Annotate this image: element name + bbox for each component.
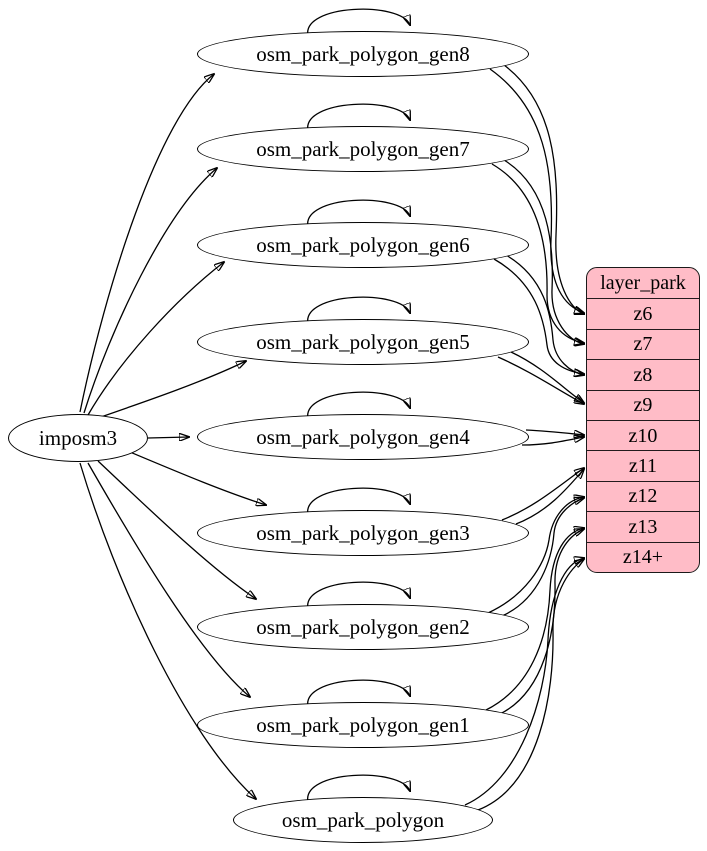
node-osm-park-polygon-gen5: osm_park_polygon_gen5 [197, 319, 529, 365]
source-edges [79, 74, 266, 799]
node-osm-park-polygon-gen4: osm_park_polygon_gen4 [197, 414, 529, 460]
layer-row-z13: z13 [587, 511, 699, 541]
layer-row-z6: z6 [587, 298, 699, 328]
self-loop-edges [307, 8, 410, 803]
node-osm-park-polygon-gen6: osm_park_polygon_gen6 [197, 222, 529, 268]
layer-park-record: layer_park z6 z7 z8 z9 z10 z11 z12 z13 z… [586, 267, 700, 573]
layer-row-z14plus: z14+ [587, 541, 699, 572]
layer-row-z10: z10 [587, 419, 699, 450]
node-imposm3: imposm3 [8, 414, 148, 462]
node-osm-park-polygon-gen8: osm_park_polygon_gen8 [197, 31, 529, 77]
layer-row-z11: z11 [587, 450, 699, 480]
node-osm-park-polygon: osm_park_polygon [233, 797, 493, 843]
node-osm-park-polygon-gen1: osm_park_polygon_gen1 [197, 702, 529, 748]
node-osm-park-polygon-gen2: osm_park_polygon_gen2 [197, 604, 529, 650]
layer-row-z9: z9 [587, 389, 699, 420]
layer-row-z8: z8 [587, 359, 699, 389]
layer-row-z7: z7 [587, 328, 699, 359]
table-to-row-edges [464, 64, 584, 811]
node-osm-park-polygon-gen3: osm_park_polygon_gen3 [197, 510, 529, 556]
node-osm-park-polygon-gen7: osm_park_polygon_gen7 [197, 126, 529, 172]
layer-park-title: layer_park [600, 272, 686, 295]
layer-row-z12: z12 [587, 480, 699, 511]
